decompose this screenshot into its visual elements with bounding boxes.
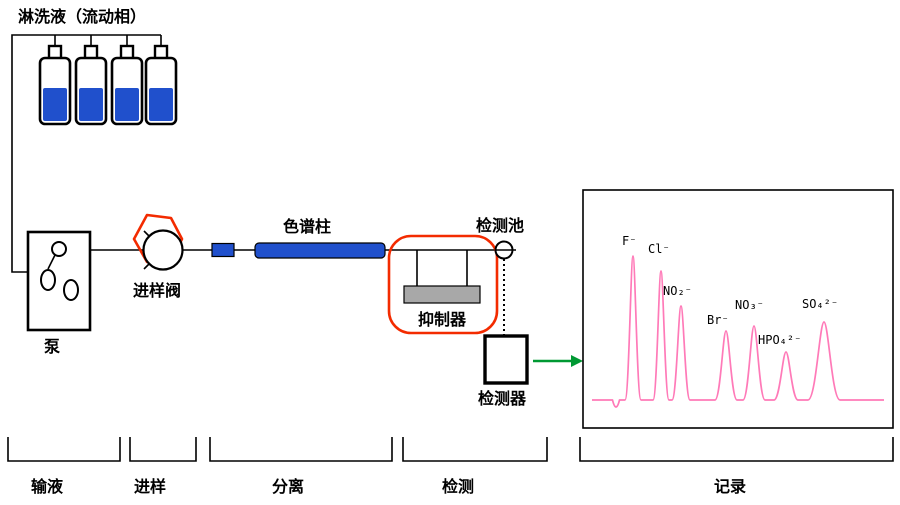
column-section: 色谱柱 (254, 217, 386, 259)
stage-label-injection: 进样 (134, 477, 166, 496)
pump-head (51, 241, 67, 257)
suppressor-body (403, 285, 481, 304)
pump-piston-right (63, 279, 79, 301)
peak-label-bromide: Br⁻ (707, 313, 729, 327)
pump-section: 泵 (26, 230, 92, 356)
pump-label: 泵 (43, 338, 60, 356)
eluent-supply-line (11, 34, 161, 273)
detector-label: 检测器 (478, 389, 527, 408)
stage-label-detection: 检测 (442, 477, 474, 496)
injection-valve-label: 进样阀 (133, 281, 181, 300)
bracket-detection (402, 437, 548, 462)
valve-port-mark (143, 262, 151, 270)
detector-body (483, 334, 529, 385)
valve-port-mark (143, 230, 151, 238)
eluent-bottle (38, 35, 72, 126)
peak-label-nitrite: NO₂⁻ (663, 284, 692, 298)
recorder-box (582, 189, 894, 429)
bracket-recording (579, 437, 894, 462)
chromatogram-trace (592, 255, 884, 408)
bottle-liquid (115, 88, 139, 121)
detection-cell-section: 检测池 (476, 216, 524, 260)
peak-label-nitrate: NO₃⁻ (735, 298, 764, 312)
suppressor-label: 抑制器 (418, 310, 467, 329)
guard-column (211, 242, 235, 258)
peak-label-sulfate: SO₄²⁻ (802, 297, 838, 311)
recorder-section: F⁻ Cl⁻ NO₂⁻ Br⁻ NO₃⁻ HPO₄²⁻ SO₄²⁻ (582, 189, 894, 429)
pump-body (26, 230, 92, 332)
stage-label-separation: 分离 (272, 477, 304, 496)
bottle-liquid (79, 88, 103, 121)
pump-linkage (47, 254, 56, 270)
eluent-supply-section: 淋洗液（流动相） (11, 7, 178, 273)
signal-arrow (533, 355, 583, 367)
bracket-delivery (7, 437, 121, 462)
detection-cell-label: 检测池 (476, 216, 524, 235)
injection-valve (142, 229, 184, 271)
eluent-bottle (144, 35, 178, 126)
bottle-liquid (43, 88, 67, 121)
arrow-head-icon (571, 355, 583, 367)
peak-label-fluoride: F⁻ (622, 234, 636, 248)
eluent-bottle (74, 35, 108, 126)
bracket-injection (129, 437, 197, 462)
stage-brackets: 输液 进样 分离 检测 记录 (7, 437, 894, 496)
peak-label-phosphate: HPO₄²⁻ (758, 333, 801, 347)
separation-column (254, 242, 386, 259)
peak-label-chloride: Cl⁻ (648, 242, 670, 256)
bracket-separation (209, 437, 393, 462)
pump-piston-left (40, 269, 56, 291)
eluent-label: 淋洗液（流动相） (18, 7, 146, 26)
eluent-bottle (110, 35, 144, 126)
suppressor-highlight-box (387, 234, 499, 335)
column-label: 色谱柱 (283, 217, 331, 236)
stage-label-recording: 记录 (714, 478, 746, 496)
stage-label-delivery: 输液 (31, 477, 64, 496)
detector-section: 检测器 (478, 259, 529, 408)
injection-valve-section: 进样阀 (132, 213, 184, 300)
suppressor-section: 抑制器 (387, 234, 499, 335)
bottle-liquid (149, 88, 173, 121)
